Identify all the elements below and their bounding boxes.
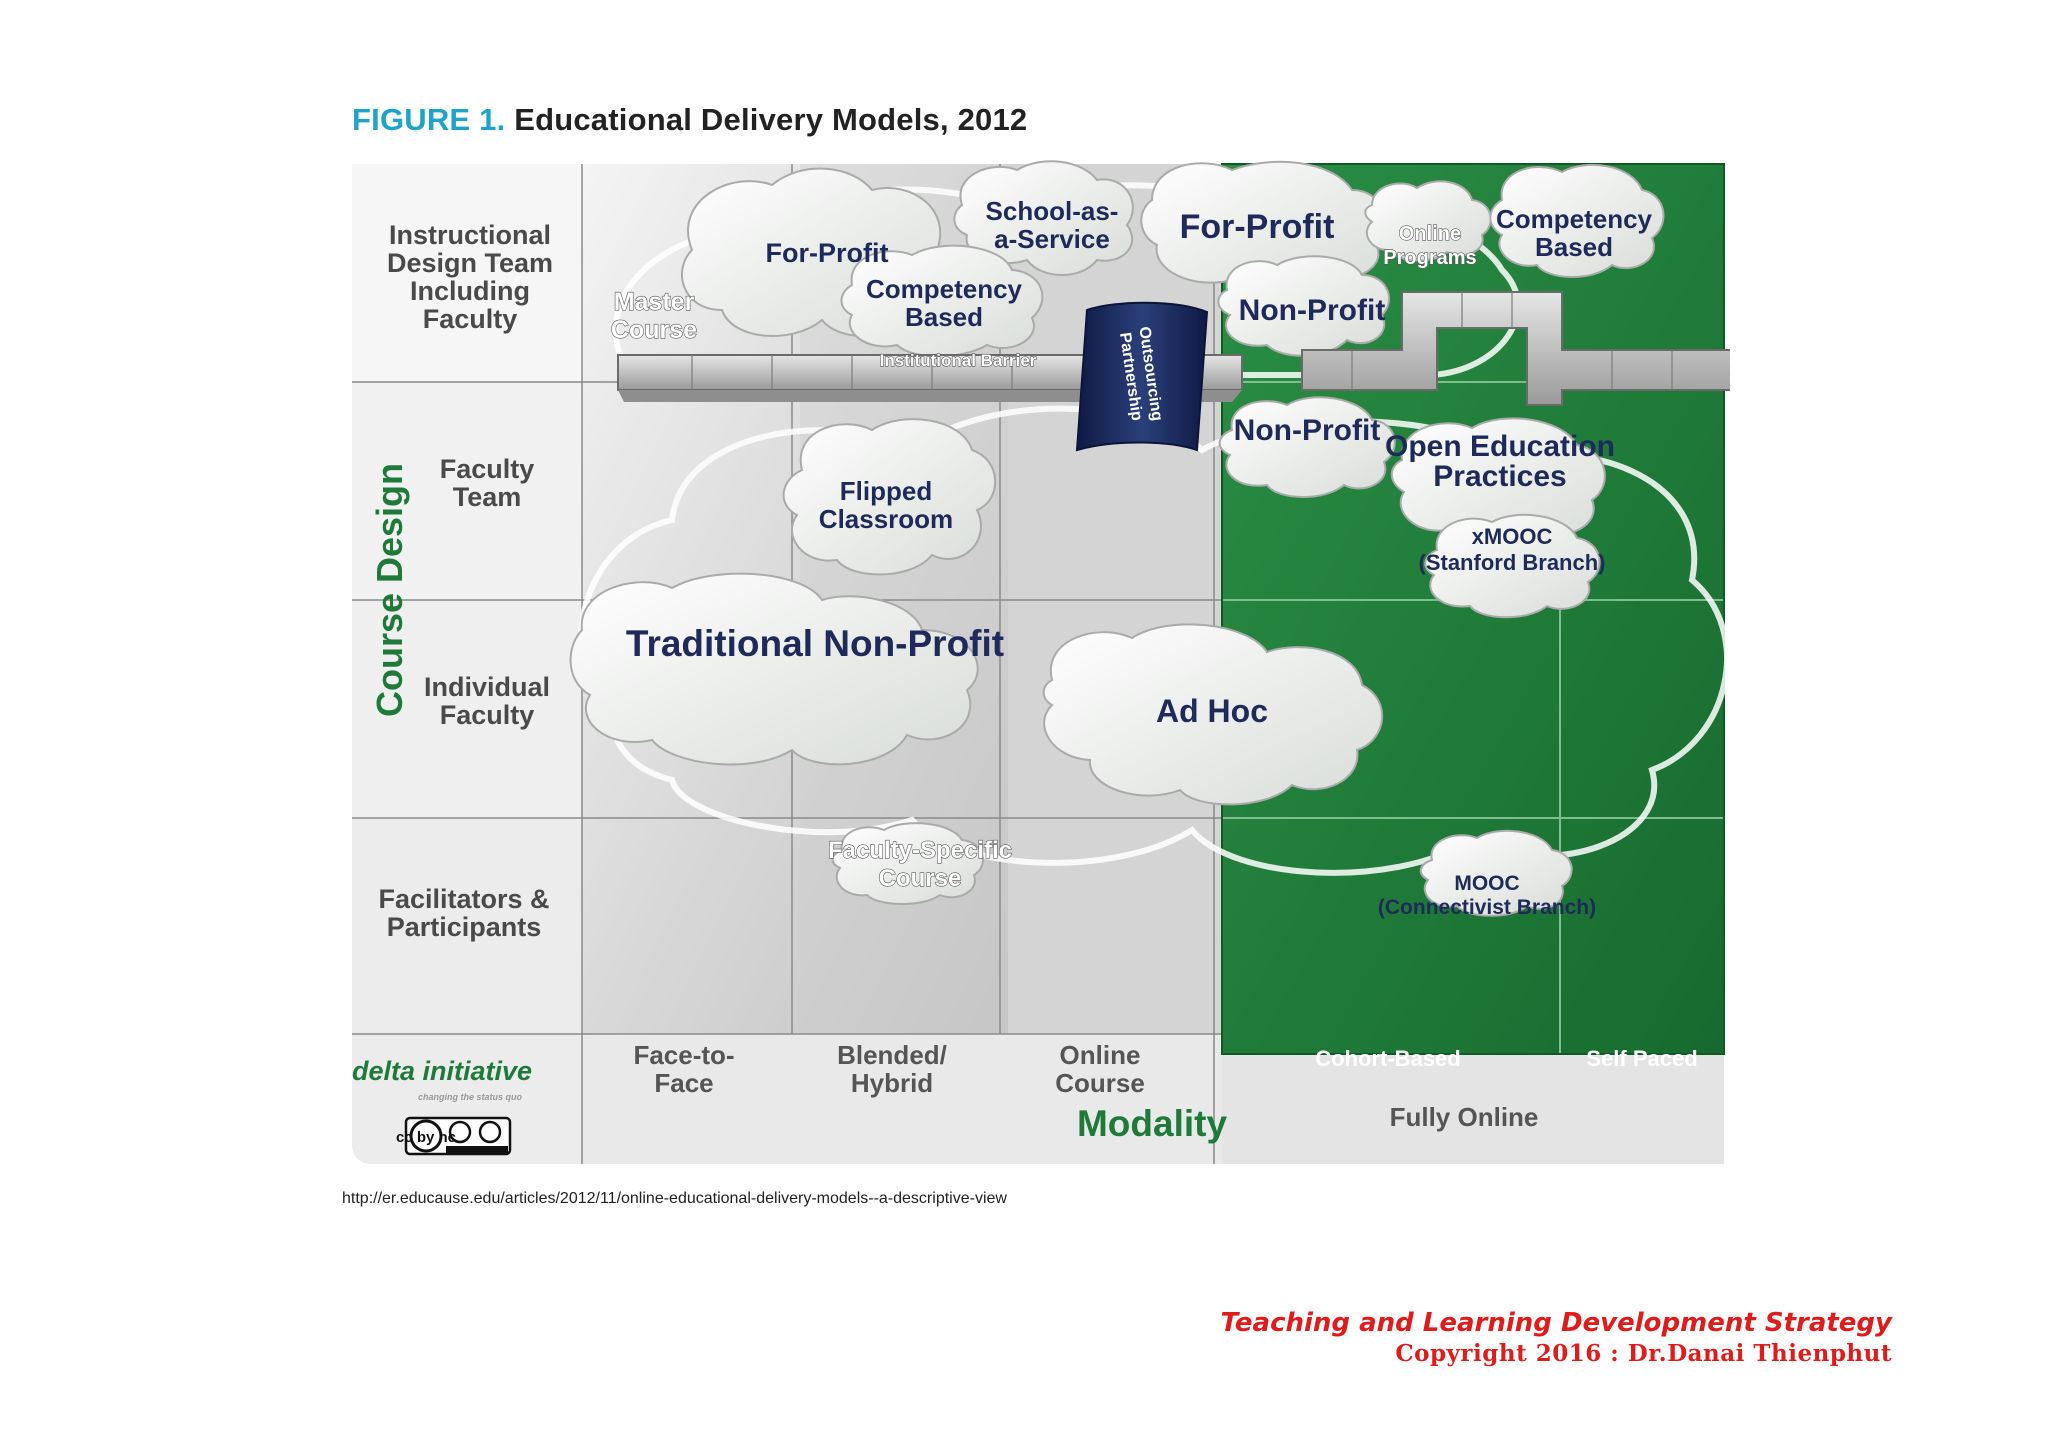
credit-line-1: Teaching and Learning Development Strate… bbox=[1220, 1308, 1893, 1338]
row-label-instructional-2: Design Team bbox=[387, 248, 553, 278]
col-label-blended: Blended/ bbox=[837, 1040, 947, 1070]
model-clouds bbox=[569, 160, 1665, 917]
cloud-flipped-classroom bbox=[782, 418, 997, 576]
cloud-ad-hoc bbox=[1042, 623, 1384, 806]
credit-block: Teaching and Learning Development Strate… bbox=[1221, 1308, 1893, 1367]
label-school-service: School-as- bbox=[986, 196, 1119, 226]
label-traditional: Traditional Non-Profit bbox=[626, 623, 1004, 664]
label-for-profit-left: For-Profit bbox=[766, 238, 889, 268]
label-master-course: Master bbox=[614, 288, 695, 316]
row-label-instructional-3: Including bbox=[410, 276, 530, 306]
fully-online-label: Fully Online bbox=[1390, 1102, 1539, 1132]
cloud-competency-mid bbox=[840, 244, 1044, 358]
source-url: http://er.educause.edu/articles/2012/11/… bbox=[342, 1190, 1007, 1207]
cloud-faculty-specific bbox=[831, 822, 984, 905]
label-master-course-2: Course bbox=[611, 316, 697, 344]
col-label-online-course-2: Course bbox=[1055, 1068, 1145, 1098]
row-label-faculty-team: Faculty bbox=[440, 454, 535, 484]
row-labels: Instructional Design Team Including Facu… bbox=[378, 220, 553, 942]
col-label-face: Face-to- bbox=[633, 1040, 734, 1070]
label-institutional-barrier: Institutional Barrier bbox=[880, 351, 1037, 370]
col-label-self-paced: Self Paced bbox=[1586, 1046, 1697, 1071]
cloud-competency-right bbox=[1489, 163, 1665, 278]
label-faculty-specific: Faculty-Specific bbox=[828, 837, 1012, 864]
label-online-programs-2: Programs bbox=[1383, 247, 1476, 269]
delta-initiative-logo: delta initiative changing the status quo bbox=[352, 1056, 532, 1102]
row-label-individual: Individual bbox=[424, 672, 550, 702]
label-ad-hoc: Ad Hoc bbox=[1156, 693, 1268, 729]
figure-title-text: Educational Delivery Models, 2012 bbox=[514, 102, 1028, 137]
label-for-profit-right: For-Profit bbox=[1180, 208, 1335, 246]
figure-title: FIGURE 1. Educational Delivery Models, 2… bbox=[352, 102, 1027, 138]
cloud-traditional bbox=[569, 572, 979, 766]
label-oep: Open Education bbox=[1385, 430, 1615, 463]
label-competency-mid-2: Based bbox=[905, 302, 983, 332]
row-label-individual-2: Faculty bbox=[440, 700, 535, 730]
row-label-facilitators: Facilitators & bbox=[378, 884, 549, 914]
label-faculty-specific-2: Course bbox=[879, 865, 962, 892]
column-labels: Face-to- Face Blended/ Hybrid Online Cou… bbox=[633, 1040, 1697, 1132]
label-mooc: MOOC bbox=[1454, 872, 1519, 895]
license-text: cc by nc bbox=[396, 1129, 456, 1146]
row-label-instructional: Instructional bbox=[389, 220, 551, 250]
label-mooc-2: (Connectivist Branch) bbox=[1378, 896, 1596, 919]
label-oep-2: Practices bbox=[1433, 460, 1566, 493]
logo-tagline: changing the status quo bbox=[418, 1092, 523, 1102]
col-label-online-course: Online bbox=[1060, 1040, 1141, 1070]
row-label-facilitators-2: Participants bbox=[387, 912, 542, 942]
cloud-mooc bbox=[1419, 829, 1573, 917]
cloud-online-programs bbox=[1364, 180, 1492, 262]
label-school-service-2: a-Service bbox=[994, 224, 1110, 254]
label-xmooc-2: (Stanford Branch) bbox=[1419, 550, 1606, 575]
row-label-faculty-team-2: Team bbox=[453, 482, 522, 512]
label-xmooc: xMOOC bbox=[1472, 524, 1553, 549]
col-label-cohort: Cohort-Based bbox=[1315, 1046, 1460, 1071]
y-axis-title: Course Design bbox=[369, 463, 410, 717]
label-flipped: Flipped bbox=[840, 476, 932, 506]
cloud-xmooc bbox=[1424, 513, 1601, 619]
cc-license-badge: cc by nc bbox=[396, 1116, 512, 1156]
label-competency-right-2: Based bbox=[1535, 232, 1613, 262]
logo-text: delta initiative bbox=[352, 1056, 532, 1086]
col-label-blended-2: Hybrid bbox=[851, 1068, 933, 1098]
label-non-profit-top: Non-Profit bbox=[1239, 294, 1386, 327]
delivery-models-diagram: Instructional Design Team Including Facu… bbox=[352, 160, 1730, 1164]
label-non-profit-mid: Non-Profit bbox=[1234, 414, 1381, 447]
cloud-non-profit-top bbox=[1217, 255, 1391, 357]
cloud-non-profit-mid bbox=[1218, 396, 1396, 498]
cloud-oep bbox=[1390, 417, 1606, 546]
figure-number: FIGURE 1. bbox=[352, 102, 506, 137]
label-flipped-2: Classroom bbox=[819, 504, 953, 534]
model-labels: For-Profit School-as- a-Service For-Prof… bbox=[610, 196, 1653, 919]
label-competency-mid: Competency bbox=[866, 274, 1023, 304]
row-label-instructional-4: Faculty bbox=[423, 304, 518, 334]
col-label-face-2: Face bbox=[654, 1068, 713, 1098]
x-axis-title: Modality bbox=[1077, 1103, 1227, 1144]
label-competency-right: Competency bbox=[1496, 204, 1653, 234]
outsourcing-partnership-band bbox=[1075, 301, 1209, 452]
label-online-programs: Online bbox=[1399, 223, 1461, 245]
credit-line-2: Copyright 2016 : Dr.Danai Thienphut bbox=[1395, 1340, 1892, 1367]
